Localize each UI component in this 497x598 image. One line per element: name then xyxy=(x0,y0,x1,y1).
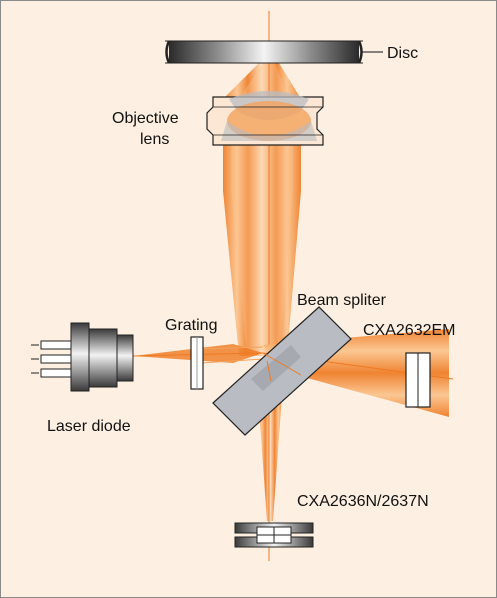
photodetector-right xyxy=(405,352,431,408)
objective-lens-label-line2: lens xyxy=(140,131,169,148)
grating xyxy=(190,336,204,390)
photodetector-bottom xyxy=(234,522,314,548)
laser-diode xyxy=(31,322,134,392)
objective-lens xyxy=(206,91,324,146)
objective-lens-label-line1: Objective xyxy=(112,110,179,127)
disc-label: Disc xyxy=(387,45,418,62)
photodetector-right-label: CXA2632EM xyxy=(363,322,456,339)
laser-diode-label: Laser diode xyxy=(47,418,131,435)
grating-label: Grating xyxy=(165,317,217,334)
beam-splitter xyxy=(212,306,352,436)
beam-splitter-label: Beam spliter xyxy=(297,292,387,309)
photodetector-bottom-label: CXA2636N/2637N xyxy=(297,493,429,510)
disc xyxy=(165,40,363,64)
